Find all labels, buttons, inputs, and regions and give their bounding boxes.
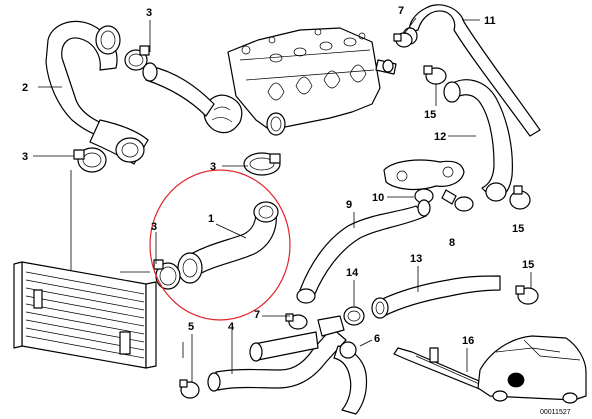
heater-connector-plate — [383, 159, 465, 205]
callout-7b: 7 — [254, 309, 260, 321]
callout-4: 4 — [228, 321, 235, 333]
pipe-4 — [207, 327, 368, 415]
hose-clamp-7-lower — [285, 313, 345, 337]
hose-13 — [371, 275, 501, 319]
callout-labels: 1 2 3 3 3 3 4 5 6 7 7 8 9 10 11 12 13 14… — [22, 5, 534, 347]
hose-clamp-top-right — [393, 32, 413, 48]
callout-12: 12 — [434, 131, 446, 143]
radiator — [13, 261, 157, 369]
callout-13: 13 — [410, 253, 422, 265]
callout-3c: 3 — [210, 161, 216, 173]
hose-clamp-14 — [343, 306, 365, 326]
diagram-reference-code: 00011527 — [540, 409, 571, 416]
callout-10: 10 — [372, 192, 384, 204]
callout-3a: 3 — [146, 7, 152, 19]
hose-clamp-6 — [339, 341, 357, 359]
cable-strap-16 — [393, 347, 487, 391]
hose-1 — [177, 201, 279, 284]
car-location-icon — [477, 335, 587, 404]
callout-15b: 15 — [512, 223, 524, 235]
highlight-circle — [149, 169, 291, 321]
leader-lines — [33, 17, 532, 382]
hose-clamp-right-upper — [423, 65, 447, 85]
callout-15c: 15 — [522, 259, 534, 271]
callout-9: 9 — [346, 199, 352, 211]
hose-clamp-upper-middle — [243, 152, 281, 176]
hose-clamp-right-lower — [509, 185, 531, 210]
callout-15a: 15 — [424, 109, 436, 121]
callout-11: 11 — [484, 15, 496, 27]
hose-clamp-hose-1 — [153, 259, 181, 290]
callout-3b: 3 — [22, 151, 28, 163]
callout-8: 8 — [449, 237, 455, 249]
callout-7a: 7 — [398, 5, 404, 17]
callout-5: 5 — [188, 321, 194, 333]
hose-clamp-15-lower — [515, 285, 539, 305]
hose-12 — [443, 79, 513, 202]
hose-clamp-mid-left — [73, 147, 107, 173]
cylinder-head — [142, 27, 397, 136]
callout-6: 6 — [374, 333, 380, 345]
callout-16: 16 — [462, 335, 474, 347]
hose-clamp-connector — [414, 188, 474, 212]
hose-2 — [45, 20, 149, 165]
callout-2: 2 — [22, 82, 28, 94]
callout-3d: 3 — [151, 221, 157, 233]
callout-14: 14 — [346, 267, 359, 279]
hose-clamp-5 — [179, 379, 200, 399]
hose-9 — [296, 199, 431, 304]
hose-clamp-top-left — [124, 45, 150, 71]
callout-1: 1 — [208, 213, 214, 225]
